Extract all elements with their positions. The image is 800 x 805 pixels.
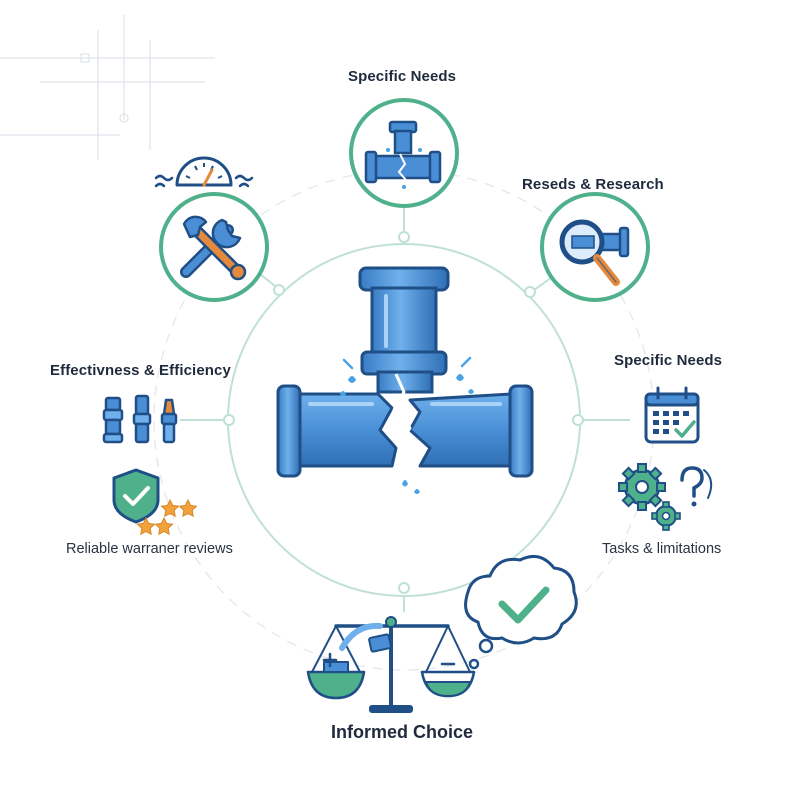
gauge-icon [154,156,254,188]
label-top-specific-needs: Specific Needs [348,68,457,85]
balance-scale-icon [306,616,476,713]
label-tasks-limitations: Tasks & limitations [602,541,722,557]
label-informed-choice: Informed Choice [331,722,474,742]
ring-node-top [398,231,410,243]
ring-node-bottom [398,582,410,594]
ring-node-left [223,414,235,426]
ring-nodes [223,231,584,594]
thought-check-icon [464,554,578,670]
calendar-check-icon [644,386,700,444]
rating-stars-icon [136,498,198,536]
corner-grid-decoration [0,15,215,160]
label-reviews: Reliable warraner reviews [66,541,233,557]
label-effectiveness: Effectivness & Efficiency [50,362,231,379]
pipe-fittings-icon [102,394,178,444]
label-right-specific-needs: Specific Needs [614,352,723,369]
central-broken-pipe-icon [276,266,534,494]
wrench-icon [159,192,269,302]
magnifier-pipe-icon [540,192,650,302]
ring-node-top-left [273,284,285,296]
top-broken-pipe-icon [349,98,459,208]
label-research: Reseds & Research [522,176,664,193]
gears-question-icon [618,463,713,531]
ring-node-top-right [524,286,536,298]
shield-check-icon [112,468,160,524]
ring-node-right [572,414,584,426]
